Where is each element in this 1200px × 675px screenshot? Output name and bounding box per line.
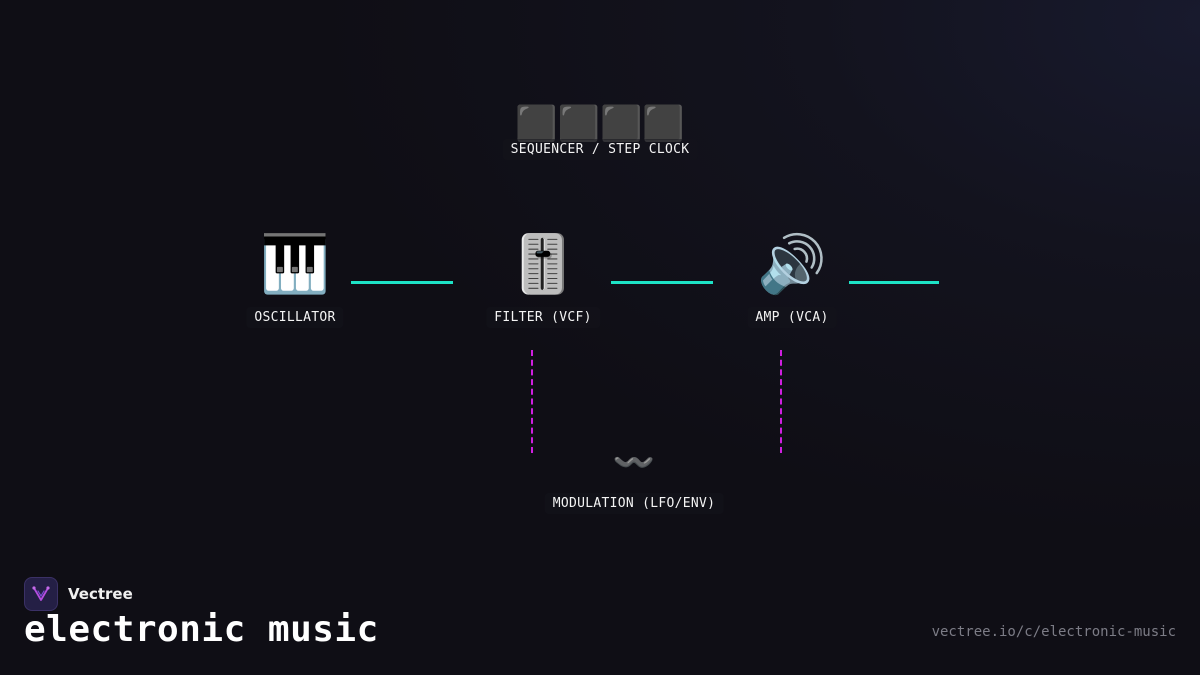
piano-keys-icon: 🎹 <box>260 232 330 297</box>
signal-link-amp-out <box>849 281 939 284</box>
wavy-dash-icon: 〰️ <box>612 443 656 483</box>
sequencer-label: SEQUENCER / STEP CLOCK <box>502 139 698 160</box>
oscillator-label: OSCILLATOR <box>246 307 344 328</box>
signal-link-filter-amp <box>611 281 713 284</box>
level-slider-icon: 🎚️ <box>508 232 578 297</box>
step-blocks-icon: ⬛⬛⬛⬛ <box>515 104 685 144</box>
speaker-icon: 🔊 <box>757 232 827 297</box>
oscillator-node: 🎹 OSCILLATOR <box>246 232 344 328</box>
filter-label: FILTER (VCF) <box>486 307 600 328</box>
mod-link-filter <box>531 350 533 453</box>
brand-name: Vectree <box>68 585 133 603</box>
amp-label: AMP (VCA) <box>747 307 837 328</box>
modulation-label: MODULATION (LFO/ENV) <box>544 493 724 514</box>
brand-block: Vectree <box>24 577 133 611</box>
vectree-logo-icon <box>24 577 58 611</box>
modulation-node: 〰️ MODULATION (LFO/ENV) <box>544 443 724 514</box>
amp-node: 🔊 AMP (VCA) <box>747 232 837 328</box>
topic-title: electronic music <box>24 609 379 650</box>
sequencer-node: ⬛⬛⬛⬛ SEQUENCER / STEP CLOCK <box>502 104 698 160</box>
signal-link-osc-filter <box>351 281 453 284</box>
mod-link-amp <box>780 350 782 453</box>
source-url: vectree.io/c/electronic-music <box>931 624 1176 640</box>
filter-node: 🎚️ FILTER (VCF) <box>486 233 600 328</box>
